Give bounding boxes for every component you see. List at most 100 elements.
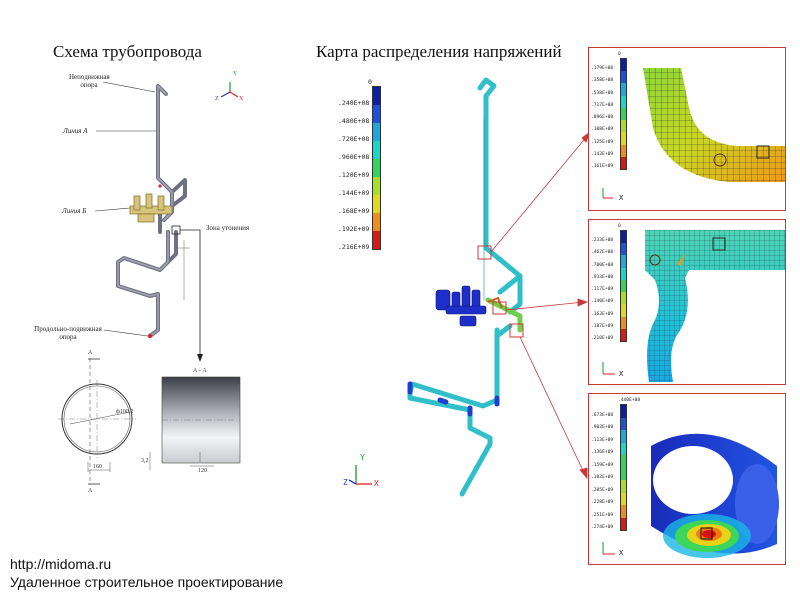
inset-legend-label: .210E+09 [591, 336, 614, 341]
diameter-label: ф100,2 [116, 409, 134, 415]
inset-legend-swatch [621, 417, 626, 430]
legend-label: .240E+08 [338, 99, 370, 107]
inset-legend-label: .163E+09 [591, 311, 614, 317]
inset2-axis-x: X [619, 370, 624, 378]
inset-tee-stress: 0 .233E+08 .467E+08 .700E+08 .933E+08 .117E+… [588, 219, 786, 385]
inset-legend-label: .140E+09 [591, 299, 614, 305]
inset-legend-swatch [621, 83, 626, 96]
legend-swatch [373, 177, 380, 195]
inset-legend-label: .933E+08 [591, 274, 614, 280]
section-title: А - А [193, 368, 207, 374]
legend-swatch [373, 123, 380, 141]
inset3-axis-x: X [619, 549, 624, 557]
inset-legend-swatch [621, 492, 626, 505]
legend-label: .120E+09 [338, 171, 370, 179]
inset-legend-label: .136E+09 [591, 450, 614, 455]
scheme-axis-y: Y [233, 71, 238, 77]
inset-legend-swatch [621, 405, 626, 418]
legend-label: .216E+09 [338, 243, 370, 251]
inset-legend-label: .179E+08 [591, 66, 614, 72]
legend-label: .144E+09 [338, 189, 370, 197]
inset-legend-swatch [621, 455, 626, 468]
legend-swatch [373, 141, 380, 159]
inset-legend-label: .125E+09 [591, 139, 614, 145]
legend-swatch [373, 87, 380, 105]
inset-legend-swatch [621, 442, 626, 455]
main-stress-legend: 0 .240E+08.480E+08.720E+08.960E+08.120E+… [338, 78, 388, 251]
inset-legend-swatch [621, 279, 626, 293]
legend-label: .720E+08 [338, 135, 370, 143]
inset-legend-label: .251E+09 [591, 512, 614, 518]
inset1-color-bar [620, 58, 627, 170]
inset-legend-label: .205E+09 [591, 487, 614, 493]
legend-swatch [373, 213, 380, 231]
inset1-top-label: 0 [618, 52, 621, 57]
inset-legend-swatch [621, 132, 626, 145]
inset-legend-label: .161E+09 [591, 164, 614, 169]
inset-legend-label: .182E+09 [591, 475, 614, 480]
stress-map-title: Карта распределения напряжений [316, 42, 562, 61]
inset-legend-label: .274E+09 [591, 525, 614, 530]
inset-legend-label: .159E+09 [591, 462, 614, 468]
legend-label: .480E+08 [338, 117, 370, 125]
section-mark-top: А [88, 350, 93, 356]
scheme-axis-z: Z [215, 96, 219, 102]
inset-legend-swatch [621, 328, 626, 341]
inset-legend-label: .700E+08 [591, 262, 614, 268]
inset2-top-label: 0 [618, 224, 621, 229]
inset-legend-label: .228E+09 [591, 500, 614, 505]
legend-swatch [373, 195, 380, 213]
label-line-b: Линия Б [62, 207, 87, 215]
inset-legend-swatch [621, 243, 626, 256]
inset-legend-label: .113E+09 [591, 437, 614, 443]
inset-legend-label: .673E+08 [591, 412, 614, 418]
inset-legend-swatch [621, 267, 626, 280]
inset-legend-swatch [621, 316, 626, 329]
model-axis-z: Z [343, 478, 348, 487]
footer-tagline: Удаленное строительное проектирование [10, 574, 284, 590]
inset-legend-label: .117E+09 [591, 287, 614, 293]
inset-legend-swatch [621, 107, 626, 121]
inset-bend-stress: 0 .179E+08.358E+08.538E+08.717E+08.896E+… [588, 47, 786, 211]
inset1-axis-x: X [619, 194, 624, 202]
legend-swatch [373, 159, 380, 177]
inset-legend-swatch [621, 430, 626, 443]
inset-legend-label: .538E+08 [591, 90, 614, 96]
inset-legend-swatch [621, 95, 626, 108]
legend-color-bar [372, 86, 381, 250]
dim-120-label: 120 [198, 468, 207, 474]
inset-legend-label: .233E+08 [591, 238, 614, 244]
model-axis-x: X [374, 479, 379, 488]
inset-legend-label: .143E+09 [591, 151, 614, 157]
label-sliding-support: Продольно-подвижная опора [34, 325, 102, 341]
inset-legend-label: .467E+08 [591, 250, 614, 256]
inset-thinning-stress: .440E+08 .673E+08 .903E+08 .113E+09 .136E+0… [588, 393, 786, 565]
scheme-axis-x: X [239, 96, 244, 102]
scheme-title: Схема трубопровода [53, 42, 202, 61]
inset-legend-swatch [621, 71, 626, 84]
inset-legend-swatch [621, 292, 626, 305]
inset-legend-label: .903E+08 [591, 425, 614, 430]
legend-label: .168E+09 [338, 207, 370, 215]
label-line-a: Линия А [63, 127, 88, 135]
legend-swatch [373, 231, 380, 249]
inset3-color-bar [620, 404, 627, 531]
inset-legend-swatch [621, 304, 626, 317]
inset-legend-swatch [621, 156, 626, 169]
inset-legend-label: .108E+09 [591, 127, 614, 133]
inset-legend-swatch [621, 505, 626, 518]
footer-url[interactable]: http://midoma.ru [10, 556, 112, 572]
inset-legend-label: .717E+08 [591, 102, 614, 108]
inset-legend-label: .896E+08 [591, 115, 614, 121]
label-fixed-support: Неподвижная опора [69, 73, 110, 89]
section-mark-bottom: А [88, 488, 93, 494]
inset-legend-swatch [621, 467, 626, 480]
model-axis-y: Y [360, 453, 365, 462]
inset3-top-label: .440E+08 [618, 398, 641, 403]
inset-legend-swatch [621, 59, 626, 72]
inset-legend-swatch [621, 255, 626, 268]
inset-legend-swatch [621, 144, 626, 157]
inset-legend-swatch [621, 480, 626, 493]
legend-top-label: 0 [368, 78, 372, 86]
